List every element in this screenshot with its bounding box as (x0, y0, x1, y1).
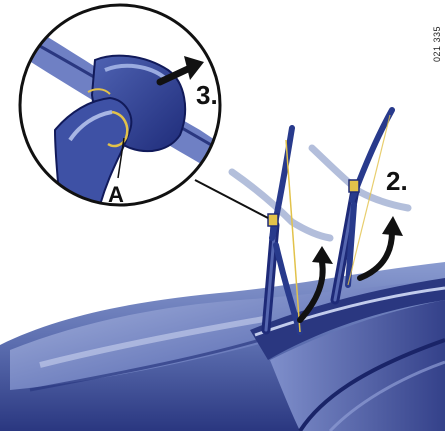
car-body (0, 262, 445, 431)
detail-leader-line (195, 180, 268, 218)
point-a-label: A (108, 182, 124, 207)
figure-id: 021 335 (432, 26, 442, 62)
wiper-arms-original-position (232, 148, 408, 238)
step-2-label: 2. (386, 166, 408, 196)
step-3-label: 3. (196, 80, 218, 110)
